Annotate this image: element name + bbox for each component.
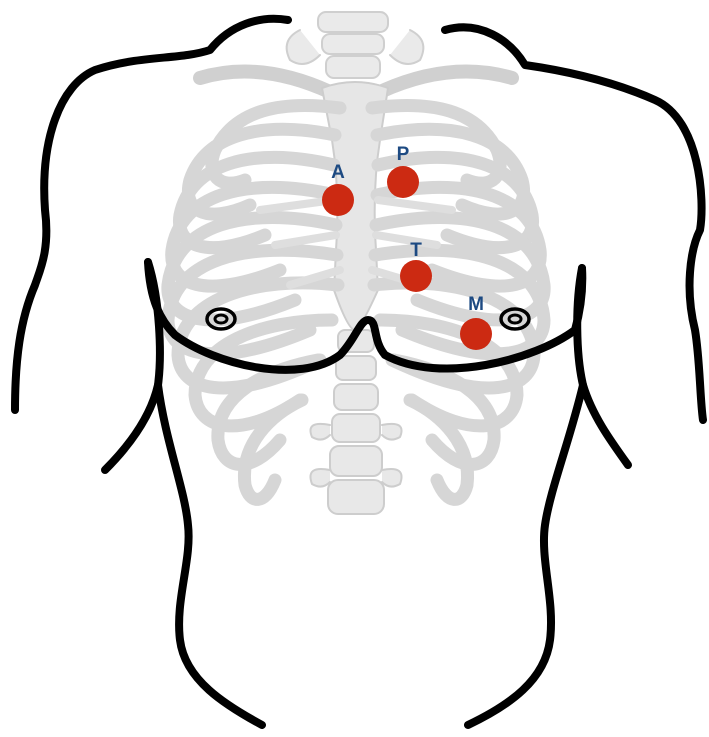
left-ribs — [168, 105, 340, 499]
torso-right — [468, 385, 583, 725]
mitral-point-label: M — [468, 294, 484, 315]
aortic-point-label: A — [331, 162, 345, 183]
aortic-point-dot — [322, 184, 354, 216]
tricuspid-point-label: T — [410, 240, 422, 261]
mitral-point-dot — [460, 318, 492, 350]
pulmonic-point-dot — [387, 166, 419, 198]
tricuspid-point-dot — [400, 260, 432, 292]
torso-left — [158, 385, 262, 725]
pulmonic-point-label: P — [397, 144, 410, 165]
cervical-spine — [287, 12, 424, 78]
rib-cage — [168, 12, 544, 514]
